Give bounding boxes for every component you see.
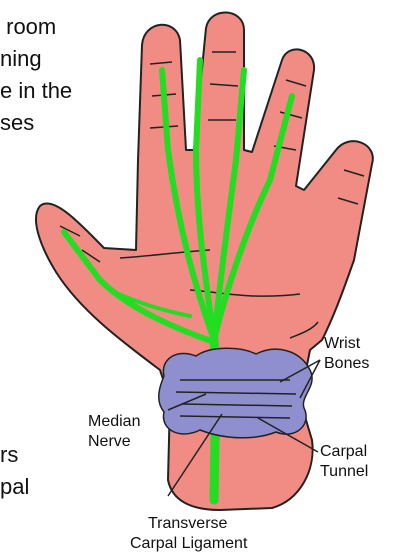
label-wrist: Wrist <box>324 335 361 352</box>
label-nerve: Nerve <box>88 433 131 450</box>
label-carpal: Carpal <box>320 443 367 460</box>
label-tunnel: Tunnel <box>320 463 368 480</box>
label-transverse: Transverse <box>148 515 228 532</box>
label-median: Median <box>88 413 140 430</box>
label-carpal-ligament: Carpal Ligament <box>130 535 248 552</box>
label-bones: Bones <box>324 355 369 372</box>
